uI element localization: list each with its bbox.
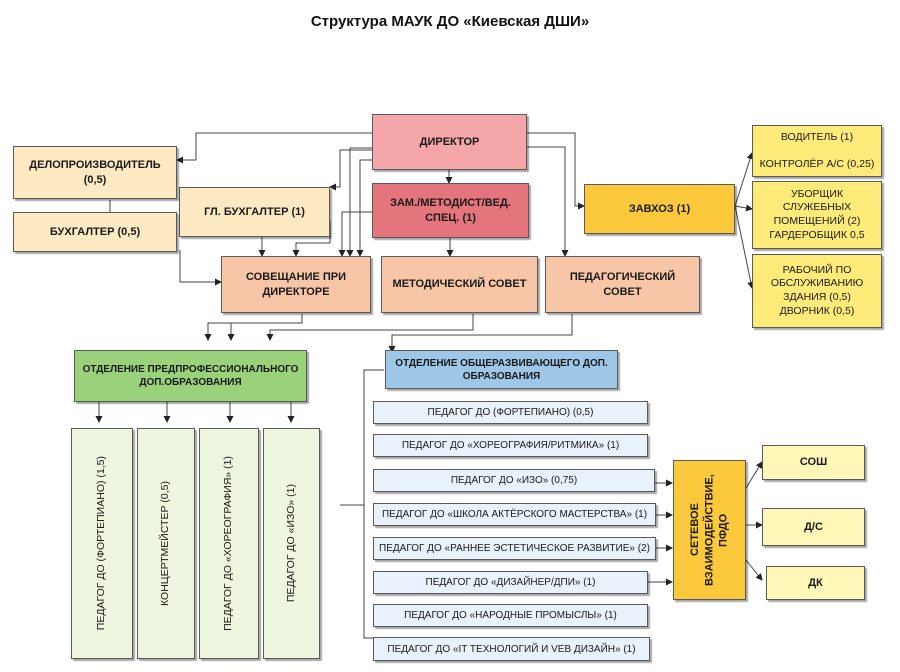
methodical-council-box: МЕТОДИЧЕСКИЙ СОВЕТ (381, 256, 538, 313)
worker-box: РАБОЧИЙ ПО ОБСЛУЖИВАНИЮ ЗДАНИЯ (0,5) ДВО… (752, 254, 882, 328)
supply-manager-box: ЗАВХОЗ (1) (584, 184, 735, 234)
preprof-staff-item: КОНЦЕРТМЕЙСТЕР (0,5) (137, 428, 195, 659)
general-staff-item: ПЕДАГОГ ДО «РАННЕЕ ЭСТЕТИЧЕСКОЕ РАЗВИТИЕ… (373, 537, 656, 560)
preprof-staff-label: ПЕДАГОГ ДО «ХОРЕОГРАФИЯ» (1) (222, 456, 235, 631)
general-staff-item: ПЕДАГОГ ДО «IT ТЕХНОЛОГИЙ И VEB ДИЗАЙН» … (373, 637, 650, 661)
general-staff-item: ПЕДАГОГ ДО «ИЗО» (0,75) (373, 469, 655, 492)
partner-box: СОШ (762, 445, 865, 480)
general-staff-item: ПЕДАГОГ ДО «НАРОДНЫЕ ПРОМЫСЛЫ» (1) (373, 604, 648, 627)
preprof-staff-item: ПЕДАГОГ ДО (ФОРТЕПИАНО) (1,5) (71, 428, 133, 659)
council-director-box: СОВЕЩАНИЕ ПРИ ДИРЕКТОРЕ (221, 256, 371, 313)
general-staff-item: ПЕДАГОГ ДО «ДИЗАЙНЕР/ДПИ» (1) (373, 571, 648, 594)
deputy-box: ЗАМ./МЕТОДИСТ/ВЕД. СПЕЦ. (1) (372, 183, 529, 238)
partner-box: ДК (766, 566, 865, 600)
chief-accountant-box: ГЛ. БУХГАЛТЕР (1) (179, 187, 330, 237)
network-label: СЕТЕВОЕ ВЗАИМОДЕЙСТВИЕ, ПФДО (689, 474, 730, 586)
dept-preprof-box: ОТДЕЛЕНИЕ ПРЕДПРОФЕССИОНАЛЬНОГО ДОП.ОБРА… (74, 350, 307, 402)
preprof-staff-item: ПЕДАГОГ ДО «ИЗО» (1) (263, 428, 320, 659)
general-staff-item: ПЕДАГОГ ДО «ШКОЛА АКТЁРСКОГО МАСТЕРСТВА»… (373, 503, 656, 526)
driver-box: ВОДИТЕЛЬ (1) КОНТРОЛЁР А/С (0,25) (752, 125, 882, 177)
network-box: СЕТЕВОЕ ВЗАИМОДЕЙСТВИЕ, ПФДО (673, 460, 746, 600)
preprof-staff-label: КОНЦЕРТМЕЙСТЕР (0,5) (159, 481, 172, 606)
pedagogical-council-box: ПЕДАГОГИЧЕСКИЙ СОВЕТ (545, 256, 700, 313)
clerk-box: ДЕЛОПРОИЗВОДИТЕЛЬ (0,5) (13, 146, 177, 199)
preprof-staff-item: ПЕДАГОГ ДО «ХОРЕОГРАФИЯ» (1) (199, 428, 259, 659)
partner-box: Д/С (762, 508, 865, 546)
director-box: ДИРЕКТОР (372, 114, 527, 170)
preprof-staff-label: ПЕДАГОГ ДО «ИЗО» (1) (284, 484, 297, 603)
general-staff-item: ПЕДАГОГ ДО (ФОРТЕПИАНО) (0,5) (373, 401, 648, 424)
preprof-staff-label: ПЕДАГОГ ДО (ФОРТЕПИАНО) (1,5) (95, 456, 108, 631)
general-staff-item: ПЕДАГОГ ДО «ХОРЕОГРАФИЯ/РИТМИКА» (1) (373, 434, 648, 457)
dept-general-box: ОТДЕЛЕНИЕ ОБЩЕРАЗВИВАЮЩЕГО ДОП. ОБРАЗОВА… (385, 350, 618, 389)
cleaner-box: УБОРЩИК СЛУЖЕБНЫХ ПОМЕЩЕНИЙ (2) ГАРДЕРОБ… (752, 181, 882, 249)
chart-title: Структура МАУК ДО «Киевская ДШИ» (310, 13, 590, 30)
accountant-box: БУХГАЛТЕР (0,5) (13, 212, 177, 252)
